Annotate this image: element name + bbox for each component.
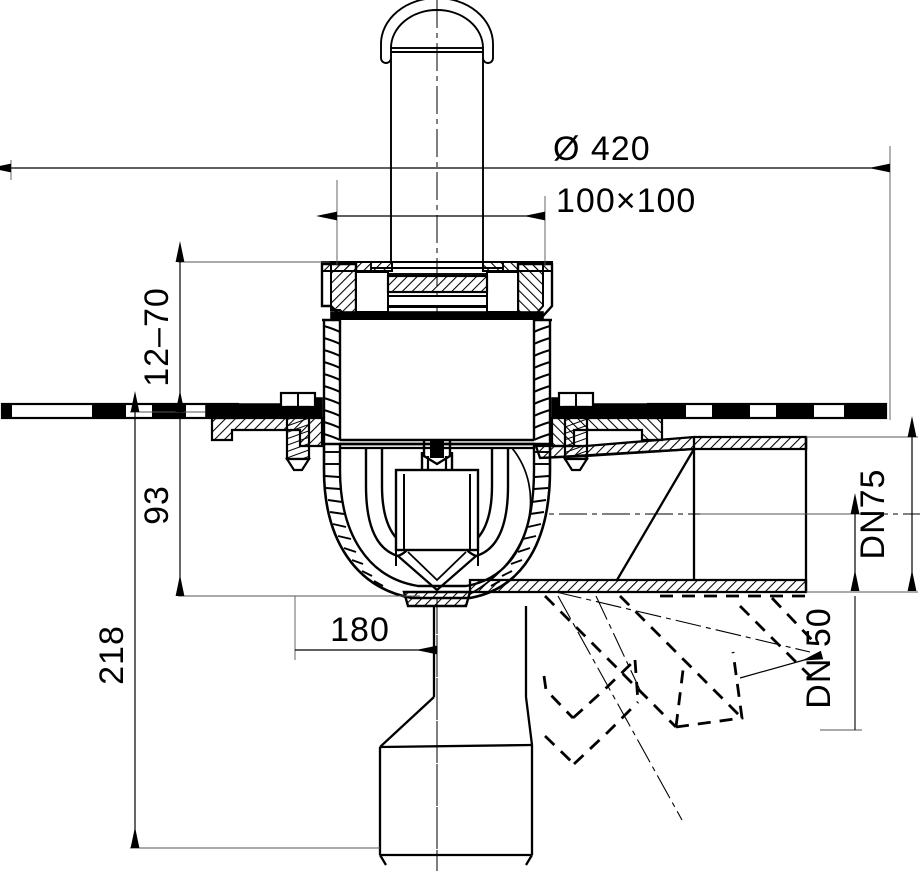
trap-bell-right-outer xyxy=(475,448,510,558)
bowl-left-hatch xyxy=(324,451,384,587)
dimline-dn50-leader xyxy=(739,650,824,679)
lateral-outlet-lower-wall xyxy=(468,578,808,594)
bottom-outlet-expansion-chamfer xyxy=(379,743,533,749)
bowl-inner-shell xyxy=(338,442,536,588)
lateral-outlet xyxy=(468,435,808,594)
rotation-pivot-centrelines xyxy=(555,591,811,821)
trap-lower-cone-inner xyxy=(407,551,467,582)
pivot-axis-60 xyxy=(557,595,683,821)
top-recess-right xyxy=(486,271,519,313)
membrane-right-dashes xyxy=(648,404,886,418)
lateral-outlet-cone-lower xyxy=(616,448,695,581)
body-right-thread-ribs xyxy=(533,325,551,441)
trap-centre-plug xyxy=(430,440,444,458)
clamping-flange-right xyxy=(550,391,669,472)
trap-lower-cone xyxy=(397,555,477,592)
pivot-axis-75 xyxy=(595,595,641,691)
threaded-sleeve-band xyxy=(386,274,489,294)
vent-cap-dome xyxy=(380,0,494,45)
extension-lines xyxy=(10,146,918,849)
bottom-outlet-expansion-left xyxy=(379,696,435,748)
flange-left-bolt-tip xyxy=(284,457,312,472)
outlet-alternate-position-b xyxy=(542,658,640,766)
rotatable-outlet-positions xyxy=(542,594,814,766)
bowl-bottom-socket xyxy=(402,590,472,608)
trap-centre-notch xyxy=(422,440,452,466)
flange-right-membrane-grip xyxy=(623,404,669,412)
dimension-text-body-height: 93 xyxy=(138,485,176,525)
trap-bell-left-outer xyxy=(364,448,399,558)
trap-central-riser xyxy=(394,468,480,552)
vent-cap-rim-left-curve xyxy=(380,57,392,64)
adjustable-top-section xyxy=(320,261,554,322)
dimension-text-total-height: 218 xyxy=(93,625,131,685)
dimension-text-outlet-offset: 180 xyxy=(330,611,390,649)
dimension-text-grate-size: 100×100 xyxy=(556,182,696,220)
bottom-outlet xyxy=(378,606,534,866)
outlet-alternate-position-a xyxy=(544,595,744,729)
dimension-text-height-adjustment: 12–70 xyxy=(138,287,176,387)
dimension-text-outer-diameter: Ø 420 xyxy=(553,130,651,168)
bottom-outlet-socket-foot-right xyxy=(525,854,533,866)
flange-right-bolt-tip xyxy=(562,457,590,472)
body-left-thread-ribs xyxy=(323,325,341,441)
top-recess-left xyxy=(355,271,389,313)
top-cover-strip-right xyxy=(482,261,553,272)
clamping-flange-left xyxy=(205,391,324,472)
flange-left-membrane-grip xyxy=(205,404,251,412)
vent-cap-dome-inner xyxy=(390,9,484,49)
bottom-outlet-expansion-right xyxy=(524,696,534,746)
lateral-outlet-cone-upper xyxy=(539,447,695,460)
bottom-outlet-socket-foot-left xyxy=(379,854,387,866)
sleeve-lower-band-1 xyxy=(387,295,488,307)
dimension-text-lateral-outlet-size: DN75 xyxy=(854,469,892,560)
top-cover-strip-left xyxy=(321,261,393,272)
flange-left-bolt-shank xyxy=(285,405,311,461)
body-upper-cavity xyxy=(340,320,534,440)
pivot-axis-45 xyxy=(555,591,811,653)
dimension-texts: Ø 420 100×100 12–70 93 218 180 DN75 DN 5… xyxy=(93,130,892,709)
drain-body-upper xyxy=(322,320,552,444)
outlet-alternate-position-c xyxy=(660,594,814,679)
dimension-text-alternate-outlet-size: DN 50 xyxy=(800,607,838,708)
dimension-lines xyxy=(0,163,917,848)
vent-cap-rim-right-curve xyxy=(482,57,494,64)
